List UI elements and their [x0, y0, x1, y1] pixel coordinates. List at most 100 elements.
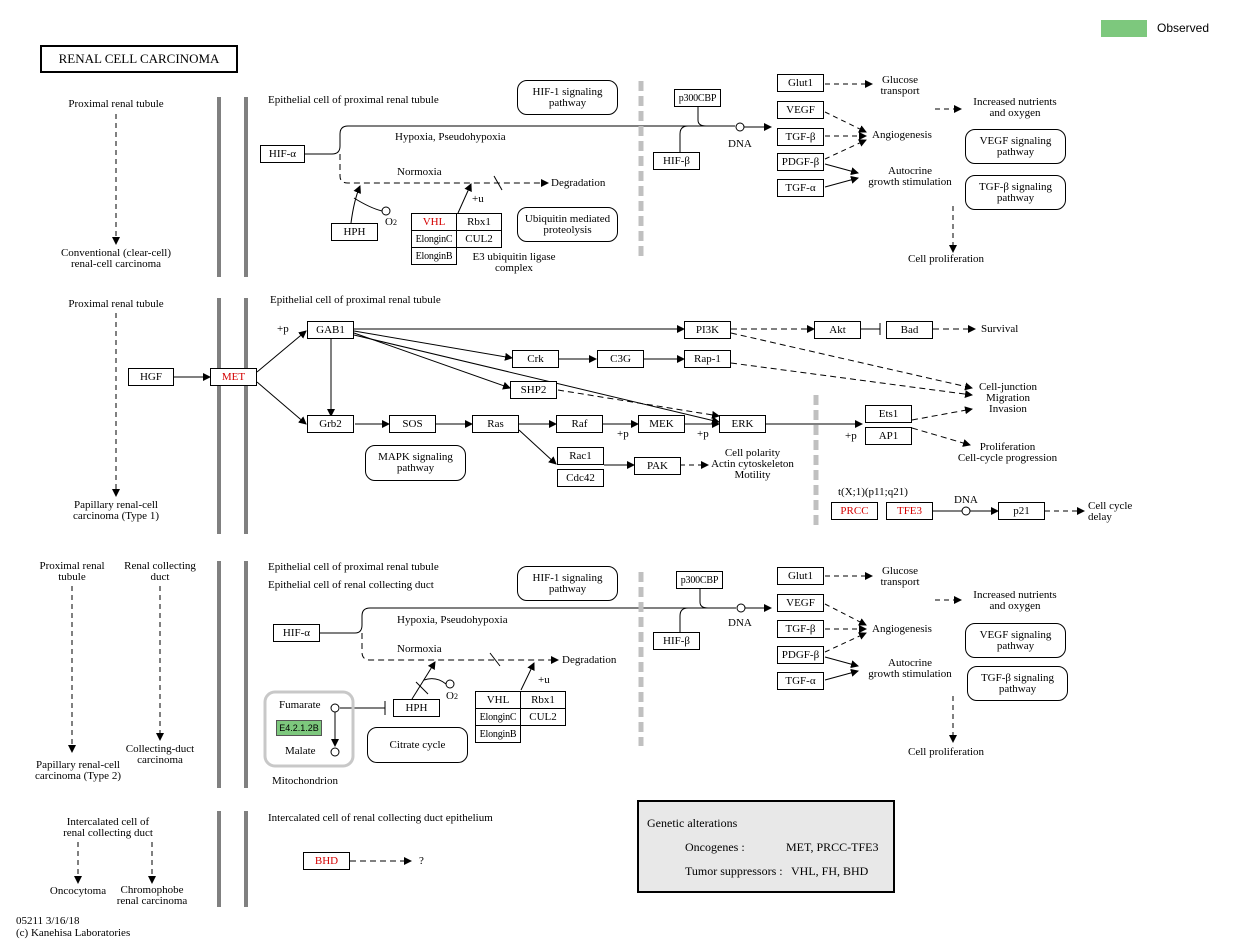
s2-gene-ap1[interactable]: AP1 — [865, 427, 912, 445]
pathway-title-text: RENAL CELL CARCINOMA — [58, 51, 220, 66]
r3-top-a-line1: Proximal renal — [39, 560, 105, 572]
s2-gene-rac1[interactable]: Rac1 — [557, 447, 604, 465]
s1-gene-hifa[interactable]: HIF-α — [260, 145, 305, 163]
s2-gene-c3g[interactable]: C3G — [597, 350, 644, 368]
s1-gene-elonginc[interactable]: ElonginC — [411, 230, 457, 248]
s4-gene-bhd[interactable]: BHD — [303, 852, 350, 870]
s2-dna-label: DNA — [954, 494, 978, 506]
r4-top-line1: Intercalated cell of — [66, 816, 150, 828]
s2-polarity-line2: Actin cytoskeleton — [711, 458, 794, 470]
s1-gene-hph[interactable]: HPH — [331, 223, 378, 241]
s1-gene-hifb[interactable]: HIF-β — [653, 152, 700, 170]
s2-gene-hgf[interactable]: HGF — [128, 368, 174, 386]
s2-gene-ras[interactable]: Ras — [472, 415, 519, 433]
s3-malate-label: Malate — [285, 745, 316, 757]
s3-gene-cul2[interactable]: CUL2 — [520, 708, 566, 726]
s2-gene-bad[interactable]: Bad — [886, 321, 933, 339]
genetic-title: Genetic alterations — [647, 816, 738, 830]
s2-gene-erk[interactable]: ERK — [719, 415, 766, 433]
s1-degradation-label: Degradation — [551, 177, 606, 189]
r1-top-label: Proximal renal tubule — [68, 98, 164, 110]
r1-bottom-line1: Conventional (clear-cell) — [60, 247, 172, 259]
s3-gene-enzyme[interactable]: E4.2.1.2B — [276, 720, 322, 736]
s2-gene-grb2[interactable]: Grb2 — [307, 415, 354, 433]
s1-gene-vegf[interactable]: VEGF — [777, 101, 824, 119]
s1-glucose-line1: Glucose — [881, 74, 919, 86]
s1-header: Epithelial cell of proximal renal tubule — [268, 94, 439, 106]
s1-gene-glut1[interactable]: Glut1 — [777, 74, 824, 92]
s1-gene-rbx1[interactable]: Rbx1 — [456, 213, 502, 231]
r3-top-label-a: Proximal renal tubule — [22, 561, 122, 583]
s3-citrate-pathway[interactable]: Citrate cycle — [367, 727, 468, 763]
s2-gene-akt[interactable]: Akt — [814, 321, 861, 339]
r3-bottom-label-a: Papillary renal-cell carcinoma (Type 2) — [18, 760, 138, 782]
s2-gene-rap1[interactable]: Rap-1 — [684, 350, 731, 368]
r2-bottom-line1: Papillary renal-cell — [74, 499, 158, 511]
s1-gene-cul2[interactable]: CUL2 — [456, 230, 502, 248]
r4-bottom-b-line1: Chromophobe — [120, 884, 184, 896]
s2-gene-pak[interactable]: PAK — [634, 457, 681, 475]
s2-gene-prcc[interactable]: PRCC — [831, 502, 878, 520]
s3-gene-vhl[interactable]: VHL — [475, 691, 521, 709]
r3-bottom-a-line2: carcinoma (Type 2) — [35, 770, 121, 782]
r3-top-label-b: Renal collecting duct — [110, 561, 210, 583]
s2-gene-met[interactable]: MET — [210, 368, 257, 386]
s1-gene-vhl[interactable]: VHL — [411, 213, 457, 231]
s3-gene-tgfb[interactable]: TGF-β — [777, 620, 824, 638]
s3-gene-glut1[interactable]: Glut1 — [777, 567, 824, 585]
s3-gene-vegf[interactable]: VEGF — [777, 594, 824, 612]
s2-delay-line1: Cell cycle — [1088, 500, 1133, 512]
s2-junction-line2: Migration — [986, 392, 1030, 404]
s2-junction-line3: Invasion — [989, 403, 1027, 415]
s1-nutrients-line2: and oxygen — [989, 107, 1041, 119]
s3-gene-elonginc[interactable]: ElonginC — [475, 708, 521, 726]
s1-gene-p300[interactable]: p300CBP — [674, 89, 721, 107]
s2-gene-raf[interactable]: Raf — [556, 415, 603, 433]
r3-top-a-line2: tubule — [58, 571, 86, 583]
s1-gene-elonginb[interactable]: ElonginB — [411, 247, 457, 265]
s2-gene-crk[interactable]: Crk — [512, 350, 559, 368]
s3-o2-label: O2 — [446, 691, 458, 702]
s2-gene-tfe3[interactable]: TFE3 — [886, 502, 933, 520]
s2-plus-p-gab1: +p — [277, 323, 289, 335]
s3-citrate-text: Citrate cycle — [389, 738, 446, 751]
s3-nutrients-line1: Increased nutrients — [973, 589, 1057, 601]
s3-gene-rbx1[interactable]: Rbx1 — [520, 691, 566, 709]
s2-gene-mek[interactable]: MEK — [638, 415, 685, 433]
s2-gene-pi3k[interactable]: PI3K — [684, 321, 731, 339]
s2-gene-gab1[interactable]: GAB1 — [307, 321, 354, 339]
s1-o2-subscript: 2 — [392, 218, 397, 227]
s2-gene-cdc42[interactable]: Cdc42 — [557, 469, 604, 487]
s3-gene-p300[interactable]: p300CBP — [676, 571, 723, 589]
s3-gene-hph[interactable]: HPH — [393, 699, 440, 717]
s3-degradation-label: Degradation — [562, 654, 617, 666]
s3-gene-hifb[interactable]: HIF-β — [653, 632, 700, 650]
s1-gene-tgfb[interactable]: TGF-β — [777, 128, 824, 146]
s2-gene-p21[interactable]: p21 — [998, 502, 1045, 520]
s2-gene-shp2[interactable]: SHP2 — [510, 381, 557, 399]
s2-polarity-line1: Cell polarity — [724, 447, 781, 459]
s3-gene-elonginb[interactable]: ElonginB — [475, 725, 521, 743]
s3-gene-pdgfb[interactable]: PDGF-β — [777, 646, 824, 664]
r3-bottom-label-b: Collecting-duct carcinoma — [105, 744, 215, 766]
s3-hif1-line2: pathway — [548, 582, 587, 595]
s2-gene-ets1[interactable]: Ets1 — [865, 405, 912, 423]
s3-gene-hifa[interactable]: HIF-α — [273, 624, 320, 642]
s2-gene-sos[interactable]: SOS — [389, 415, 436, 433]
s1-gene-pdgfb[interactable]: PDGF-β — [777, 153, 824, 171]
s3-gene-tgfa[interactable]: TGF-α — [777, 672, 824, 690]
s1-gene-tgfa[interactable]: TGF-α — [777, 179, 824, 197]
s1-tgfb-line1: TGF-β signaling — [978, 180, 1053, 193]
